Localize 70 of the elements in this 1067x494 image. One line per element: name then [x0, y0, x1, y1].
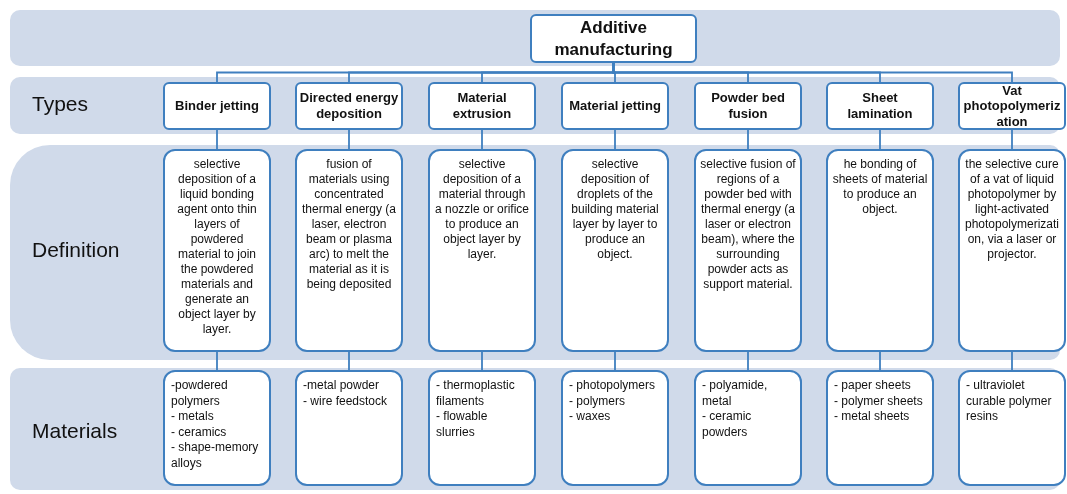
materials-box — [958, 370, 1066, 486]
type-box — [694, 82, 802, 130]
box-text: Vat photopolymerization — [962, 82, 1062, 130]
box-text: - ultraviolet curable polymer resins — [966, 378, 1053, 425]
connector-line — [614, 351, 616, 371]
definition-box — [163, 149, 271, 352]
definition-box — [958, 149, 1066, 352]
box-text: Material extrusion — [451, 90, 513, 122]
box-text: - ceramic powders — [702, 409, 753, 441]
materials-box — [428, 370, 536, 486]
connector-line — [614, 129, 616, 150]
box-text: - shape-memory alloys — [171, 440, 260, 472]
connector-line — [348, 129, 350, 150]
box-text: - polyamide, metal — [702, 378, 769, 410]
materials-box — [295, 370, 403, 486]
materials-box — [561, 370, 669, 486]
box-text: - thermoplastic filaments — [436, 378, 516, 410]
box-text: - ceramics — [171, 424, 228, 441]
box-text: Binder jetting — [175, 98, 259, 114]
materials-box — [163, 370, 271, 486]
box-text: - metals — [171, 409, 215, 425]
definition-box — [561, 149, 669, 352]
box-text: the selective cure of a vat of liquid photopolymer by light-activated photopolymerization, via a laser or projector. — [964, 157, 1060, 262]
definition-box — [826, 149, 934, 352]
connector-line — [879, 129, 881, 150]
box-text: - paper sheets — [834, 378, 912, 394]
root-box — [530, 14, 697, 63]
connector-line — [481, 351, 483, 371]
box-text: - flowable slurries — [436, 409, 489, 441]
type-box — [428, 82, 536, 130]
type-box — [561, 82, 669, 130]
box-text: - waxes — [569, 409, 612, 425]
row-label: Materials — [32, 419, 118, 443]
box-text: selective fusion of regions of a powder bed with thermal energy (a laser or electron beam), where the surrounding powder acts as support material. — [700, 157, 796, 292]
materials-box — [826, 370, 934, 486]
type-box — [163, 82, 271, 130]
definition-box — [295, 149, 403, 352]
box-text: -powdered polymers — [171, 378, 229, 410]
connector-line — [747, 351, 749, 371]
box-text: - polymer sheets — [834, 393, 924, 410]
box-text: Material jetting — [569, 98, 661, 114]
box-text: - photopolymers — [569, 378, 657, 394]
connector-line — [879, 351, 881, 371]
connector-line — [216, 129, 218, 150]
connector-line — [481, 129, 483, 150]
box-text: -metal powder — [303, 378, 381, 394]
definition-box — [694, 149, 802, 352]
connector-line — [1011, 351, 1013, 371]
row-label: Types — [32, 92, 89, 116]
box-text: selective deposition of droplets of the building material layer by layer to produce an object. — [570, 157, 660, 262]
box-text: selective deposition of a liquid bonding agent onto thin layers of powdered material to join the powdered materials and generate an object layer by layer. — [176, 157, 258, 337]
box-text: Additive manufacturing — [553, 17, 674, 60]
connector-line — [1011, 129, 1013, 150]
type-box — [826, 82, 934, 130]
box-text: selective deposition of a material through a nozzle or orifice to produce an object layer by layer. — [434, 157, 530, 262]
materials-box — [694, 370, 802, 486]
box-text: he bonding of sheets of material to produce an object. — [832, 157, 928, 217]
box-text: - metal sheets — [834, 409, 911, 425]
connector-line — [348, 351, 350, 371]
connector-line — [747, 129, 749, 150]
box-text: Sheet lamination — [846, 90, 914, 122]
box-text: - wire feedstock — [303, 393, 389, 410]
type-box — [295, 82, 403, 130]
definition-box — [428, 149, 536, 352]
box-text: Directed energy deposition — [299, 90, 399, 122]
box-text: Powder bed fusion — [710, 90, 786, 122]
row-label: Definition — [32, 238, 120, 262]
box-text: - polymers — [569, 393, 626, 410]
connector-line — [216, 351, 218, 371]
box-text: fusion of materials using concentrated thermal energy (a laser, electron beam or plasma arc) to melt the material as it is being deposited — [301, 157, 397, 292]
